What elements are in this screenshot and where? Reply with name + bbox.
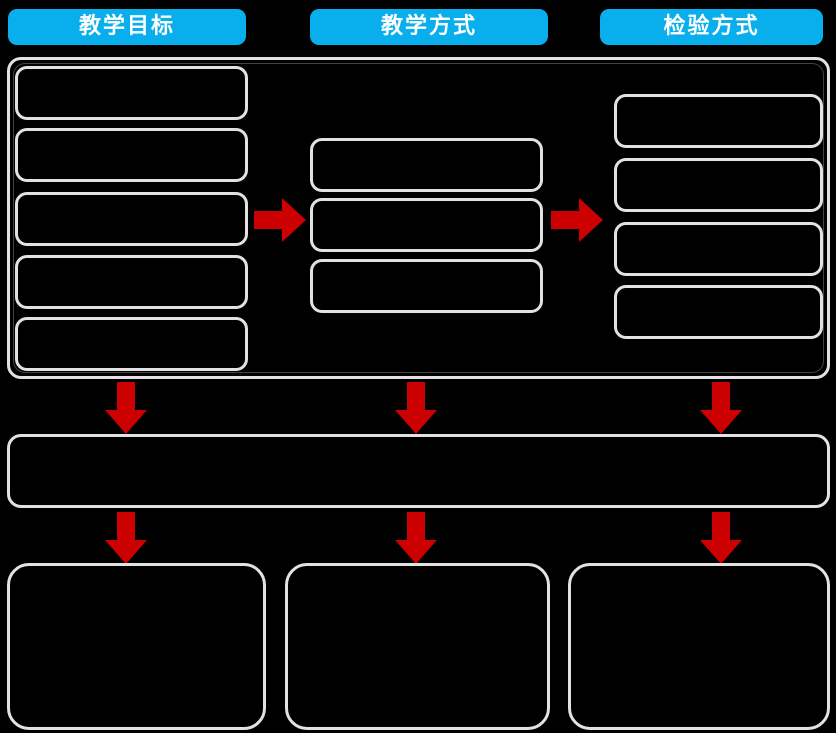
- goal-box-3-label: [18, 195, 245, 243]
- flow-arrow-right-1: [254, 198, 306, 242]
- goal-box-2[interactable]: [15, 128, 248, 182]
- bottom-card-1-label: [10, 566, 263, 727]
- assessment-box-4-label: [617, 288, 820, 336]
- mid-bar[interactable]: [7, 434, 830, 508]
- header-pill-assessment-methods[interactable]: 检验方式: [600, 9, 823, 45]
- down-arrow-bottom-3: [700, 512, 742, 564]
- method-box-1[interactable]: [310, 138, 543, 192]
- method-box-2[interactable]: [310, 198, 543, 252]
- assessment-box-2[interactable]: [614, 158, 823, 212]
- header-pill-teaching-methods[interactable]: 教学方式: [310, 9, 548, 45]
- header-pill-teaching-goals[interactable]: 教学目标: [8, 9, 246, 45]
- header-label: 检验方式: [663, 14, 760, 39]
- goal-box-1[interactable]: [15, 66, 248, 120]
- goal-box-4-label: [18, 258, 245, 306]
- method-box-1-label: [313, 141, 540, 189]
- bottom-card-2[interactable]: [285, 563, 550, 730]
- assessment-box-3[interactable]: [614, 222, 823, 276]
- goal-box-4[interactable]: [15, 255, 248, 309]
- bottom-card-1[interactable]: [7, 563, 266, 730]
- goal-box-5[interactable]: [15, 317, 248, 371]
- goal-box-2-label: [18, 131, 245, 179]
- goal-box-5-label: [18, 320, 245, 368]
- assessment-box-3-label: [617, 225, 820, 273]
- flow-arrow-right-2: [551, 198, 603, 242]
- down-arrow-bottom-1: [105, 512, 147, 564]
- goal-box-3[interactable]: [15, 192, 248, 246]
- assessment-box-4[interactable]: [614, 285, 823, 339]
- down-arrow-bottom-2: [395, 512, 437, 564]
- method-box-2-label: [313, 201, 540, 249]
- assessment-box-2-label: [617, 161, 820, 209]
- assessment-box-1[interactable]: [614, 94, 823, 148]
- method-box-3[interactable]: [310, 259, 543, 313]
- bottom-card-2-label: [288, 566, 547, 727]
- mid-bar-label: [10, 437, 827, 505]
- assessment-box-1-label: [617, 97, 820, 145]
- main-panel-container: [7, 57, 830, 379]
- bottom-card-3[interactable]: [568, 563, 830, 730]
- down-arrow-top-2: [395, 382, 437, 434]
- header-label: 教学目标: [78, 14, 175, 39]
- method-box-3-label: [313, 262, 540, 310]
- header-label: 教学方式: [380, 14, 477, 39]
- down-arrow-top-3: [700, 382, 742, 434]
- bottom-card-3-label: [571, 566, 827, 727]
- down-arrow-top-1: [105, 382, 147, 434]
- goal-box-1-label: [18, 69, 245, 117]
